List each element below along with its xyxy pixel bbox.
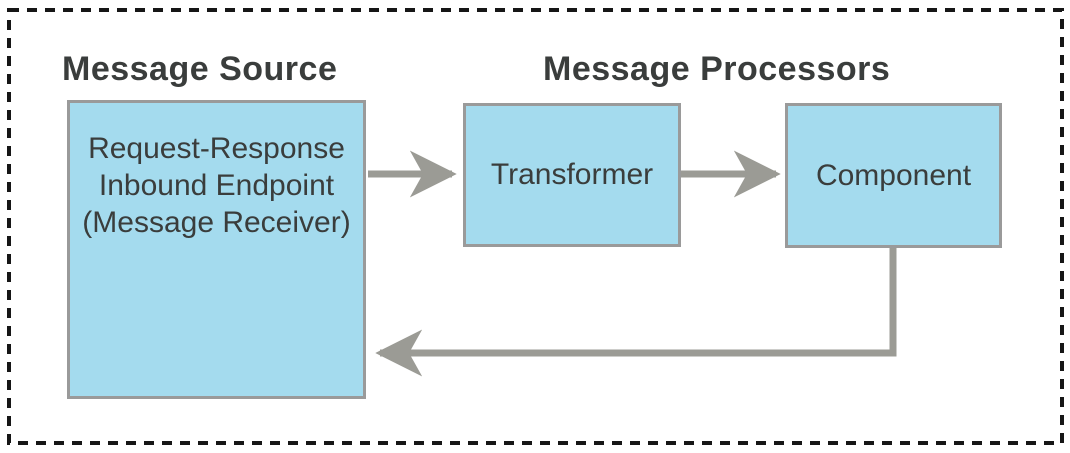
arrow-component-to-inbound-endpoint [375, 248, 897, 377]
dashed-boundary [7, 8, 1064, 445]
node-transformer-label: Transformer [490, 158, 654, 191]
node-inbound-endpoint: Request-Response Inbound Endpoint (Messa… [67, 100, 366, 399]
node-transformer: Transformer [463, 103, 681, 247]
node-inbound-endpoint-line-2: Inbound Endpoint [98, 169, 335, 202]
node-component-label: Component [815, 158, 972, 192]
heading-message-processors: Message Processors [543, 50, 891, 88]
node-component: Component [785, 103, 1002, 248]
node-inbound-endpoint-line-1: Request-Response [88, 132, 345, 165]
node-inbound-endpoint-line-3: (Message Receiver) [82, 206, 351, 239]
heading-message-source: Message Source [62, 50, 338, 88]
